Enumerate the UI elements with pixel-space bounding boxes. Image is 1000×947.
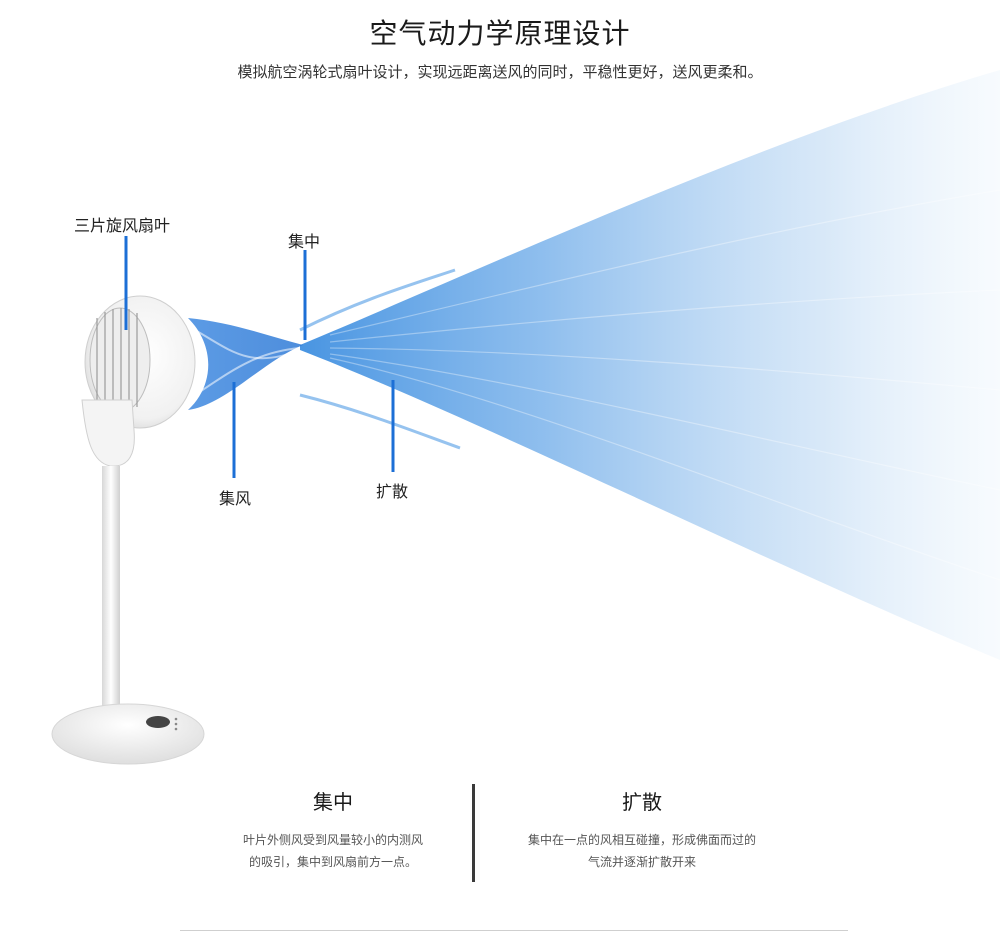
page-subtitle: 模拟航空涡轮式扇叶设计，实现远距离送风的同时，平稳性更好，送风更柔和。 [237,63,763,81]
indicator-light-1 [174,717,178,721]
fan-grille [96,308,138,412]
airflow-cone [300,70,1000,660]
airflow-wisp-lower [299,393,461,450]
fan-base [51,703,205,765]
callout-blades: 三片旋风扇叶 [74,216,171,235]
airflow-wisp-upper [299,268,456,332]
control-panel [146,716,170,728]
callout-spread: 扩散 [376,482,409,501]
callout-collect: 集风 [219,489,252,508]
bottom-rule [180,930,848,931]
fan-pole [102,466,120,718]
info-focus-desc: 叶片外侧风受到风量较小的内测风 的吸引，集中到风扇前方一点。 [242,833,423,869]
airflow-twist [188,318,303,410]
info-divider [472,784,475,882]
airflow-streaks [329,189,1000,581]
info-focus: 集中 叶片外侧风受到风量较小的内测风 的吸引，集中到风扇前方一点。 [188,786,478,873]
info-focus-title: 集中 [313,790,353,814]
info-spread-desc: 集中在一点的风相互碰撞，形成佛面而过的 气流并逐渐扩散开来 [527,833,756,869]
callout-focus: 集中 [288,232,321,251]
page-title: 空气动力学原理设计 [369,17,631,50]
fan-head [84,295,196,429]
indicator-light-2 [174,722,178,726]
fan-neck [81,399,135,467]
indicator-light-3 [174,727,178,731]
info-spread: 扩散 集中在一点的风相互碰撞，形成佛面而过的 气流并逐渐扩散开来 [497,786,787,873]
info-spread-title: 扩散 [622,790,662,814]
